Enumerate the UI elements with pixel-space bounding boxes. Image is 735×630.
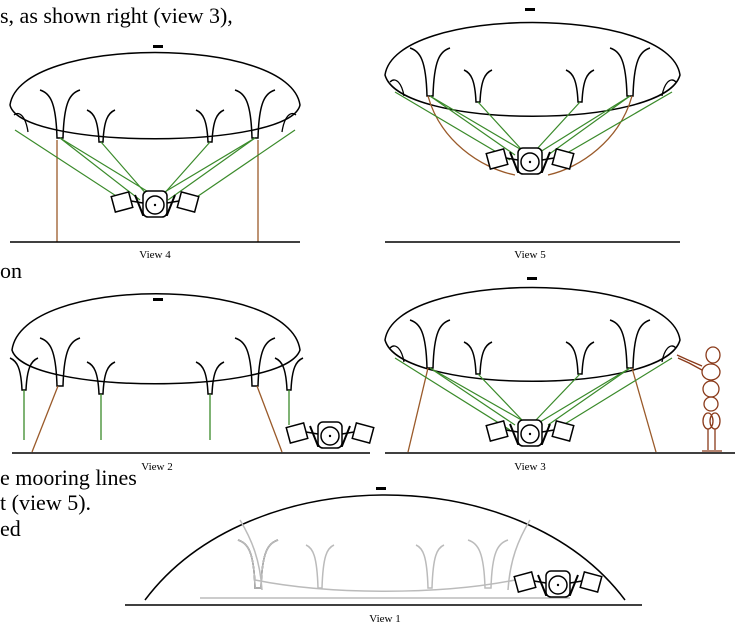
text-fragment-top-right: s, as shown right (view 3), xyxy=(0,3,233,28)
view-3-diagram: View 3 xyxy=(384,277,735,473)
view-1-envelope xyxy=(144,494,626,601)
view-2-caption: View 2 xyxy=(141,461,172,473)
view-4-envelope xyxy=(9,51,301,140)
view-5-caption: View 5 xyxy=(514,249,546,261)
text-fragment-bottom-1: e mooring lines xyxy=(0,465,137,490)
text-fragment-bottom-3: ed xyxy=(0,516,21,541)
view-1-caption: View 1 xyxy=(369,613,400,625)
view-2-diagram: View 2 xyxy=(9,293,375,473)
text-fragment-middle-left: on xyxy=(0,258,22,283)
view-4-diagram: View 4 xyxy=(9,45,301,261)
view-5-diagram: View 5 xyxy=(384,8,681,261)
view-1-diagram: View 1 xyxy=(125,487,642,625)
view-3-envelope xyxy=(384,286,681,382)
text-fragment-bottom-2: t (view 5). xyxy=(0,490,92,515)
view-2-envelope xyxy=(11,293,301,385)
human-figure xyxy=(676,346,722,452)
view-5-envelope xyxy=(384,21,681,117)
view-4-caption: View 4 xyxy=(139,249,171,261)
view-3-caption: View 3 xyxy=(514,461,546,473)
